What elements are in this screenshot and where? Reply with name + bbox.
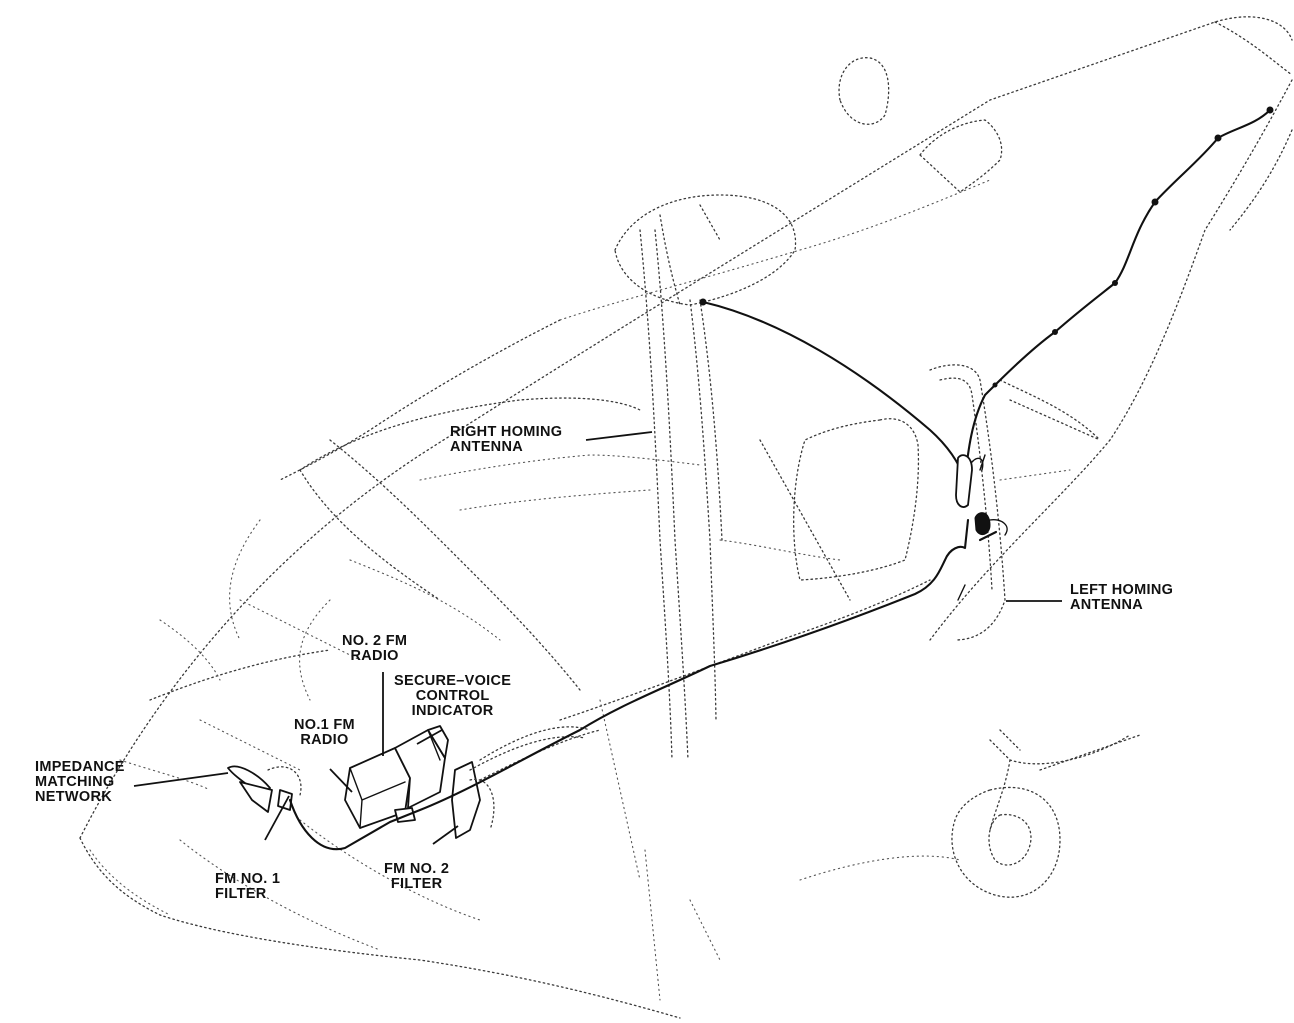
label-left-homing-antenna: LEFT HOMING ANTENNA [1070,583,1173,613]
label-line: FILTER [215,886,267,902]
fm-no1-filter-unit [267,766,302,811]
fuselage-outline [79,16,1293,1019]
label-line: ANTENNA [1070,597,1143,613]
label-line: LEFT HOMING [1070,582,1174,598]
right-homing-antenna-mount [955,454,986,508]
label-line: FM NO. 2 [384,861,450,877]
antenna-cables [288,106,1274,851]
label-right-homing-antenna: RIGHT HOMING ANTENNA [450,425,562,455]
label-line: NO. 2 FM [342,633,408,649]
label-line: ANTENNA [450,439,523,455]
leader-lines [133,431,1062,845]
label-line: RADIO [300,732,349,748]
left-homing-antenna-mount [957,512,1008,601]
label-line: RIGHT HOMING [450,424,563,440]
label-impedance-matching-network: IMPEDANCE MATCHING NETWORK [35,760,125,805]
label-line: MATCHING [35,774,115,790]
label-line: IMPEDANCE [35,759,125,775]
label-line: NO.1 FM [294,717,355,733]
label-line: NETWORK [35,789,113,805]
label-line: FILTER [390,876,443,892]
label-fm-no2-filter: FM NO. 2 FILTER [384,862,449,892]
label-line: FM NO. 1 [215,871,281,887]
label-fm-no1-filter: FM NO. 1 FILTER [215,872,280,902]
label-line: SECURE–VOICE [394,673,512,689]
label-line: RADIO [350,648,399,664]
label-line: CONTROL [415,688,490,704]
fm-no2-filter-unit [451,726,591,839]
impedance-matching-network-unit [227,765,273,813]
secure-voice-control-indicator-unit [427,725,449,759]
label-line: INDICATOR [411,703,494,719]
label-no2-fm-radio: NO. 2 FM RADIO [342,634,407,664]
label-no1-fm-radio: NO.1 FM RADIO [294,718,355,748]
label-secure-voice-control-indicator: SECURE–VOICE CONTROL INDICATOR [394,674,511,719]
